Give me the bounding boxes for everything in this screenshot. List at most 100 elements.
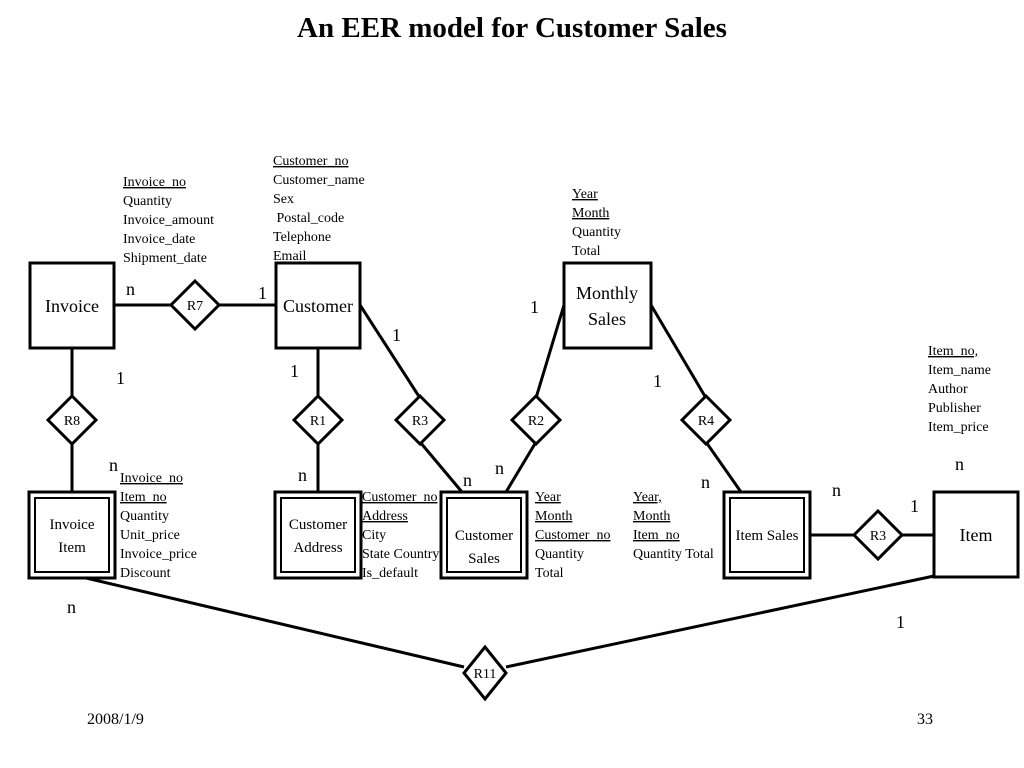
attribute-customer-5: Email [273, 249, 307, 264]
weak-entity-customer-sales-label-1: Customer [455, 528, 513, 544]
entity-monthly-sales[interactable]: Monthly Sales [562, 261, 653, 350]
card-item-r11: 1 [896, 612, 905, 632]
relationship-r4[interactable]: R4 [679, 393, 733, 447]
line-r3-customersales [418, 441, 464, 493]
relationship-r8[interactable]: R8 [45, 393, 99, 447]
attribute-customer-1: Customer_name [273, 173, 365, 188]
attribute-item-2: Author [928, 382, 968, 397]
relationship-r2-label: R2 [528, 414, 544, 429]
attribute-monthly-sales-2: Quantity [572, 225, 621, 240]
attribute-customer-sales-4: Total [535, 566, 564, 581]
attribute-item-1: Item_name [928, 363, 991, 378]
attribute-invoice-2: Invoice_amount [123, 213, 214, 228]
attribute-customer-address-1: Address [362, 509, 408, 524]
relationship-r3-item[interactable]: R3 [851, 508, 905, 562]
attribute-invoice-item-3: Unit_price [120, 528, 180, 543]
attribute-item-sales-1: Month [633, 509, 670, 524]
weak-entity-customer-sales-label-2: Sales [468, 551, 500, 567]
card-invoice-r8: 1 [116, 368, 125, 388]
relationship-r1-label: R1 [310, 414, 326, 429]
relationship-r8-label: R8 [64, 414, 80, 429]
attribute-customer-0: Customer_no [273, 154, 348, 169]
card-customer-r1: 1 [290, 361, 299, 381]
attribute-item-0: Item_no, [928, 344, 978, 359]
attribute-item-sales-0: Year, [633, 490, 662, 505]
card-invoiceitem-r8: n [109, 455, 118, 475]
weak-entity-customer-address-label-2: Address [293, 540, 342, 556]
weak-entity-invoice-item-label-2: Item [58, 540, 86, 556]
line-r4-itemsales [704, 441, 743, 493]
attribute-invoice-item-2: Quantity [120, 509, 169, 524]
attribute-invoice-0: Invoice_no [123, 175, 186, 190]
attribute-customer-4: Telephone [273, 230, 331, 245]
attribute-monthly-sales-1: Month [572, 206, 609, 221]
footer-page-number: 33 [917, 711, 933, 728]
relationship-r4-label: R4 [698, 414, 714, 429]
attribute-item-sales-2: Item_no [633, 528, 680, 543]
attribute-invoice-1: Quantity [123, 194, 172, 209]
connector-lines [70, 303, 935, 669]
weak-entity-item-sales-label: Item Sales [736, 528, 799, 544]
attribute-invoice-4: Shipment_date [123, 251, 207, 266]
card-customeraddress-r1: n [298, 465, 307, 485]
attribute-customer-address-4: Is_default [362, 566, 418, 581]
line-r2-customersales [504, 441, 538, 493]
attribute-customer-sales-0: Year [535, 490, 561, 505]
attribute-customer-3: Postal_code [273, 211, 344, 226]
attribute-monthly-sales-0: Year [572, 187, 598, 202]
attribute-customer-address-2: City [362, 528, 386, 543]
card-invoiceitem-r11: n [67, 597, 76, 617]
relationship-r7[interactable]: R7 [168, 278, 222, 332]
relationship-r7-label: R7 [187, 299, 203, 314]
relationship-r11[interactable]: R11 [462, 644, 508, 702]
weak-entity-customer-address[interactable]: Customer Address [273, 490, 363, 580]
attribute-invoice-item-0: Invoice_no [120, 471, 183, 486]
weak-entity-customer-sales[interactable]: Customer Sales [439, 490, 529, 580]
card-customer-r7: 1 [258, 283, 267, 303]
cardinality-labels: n 1 1 n 1 n 1 n n 1 1 n n 1 n n 1 [67, 279, 964, 632]
entity-invoice[interactable]: Invoice [28, 261, 116, 350]
entity-invoice-label: Invoice [45, 296, 99, 316]
attributes-item: Item_no, Item_nameAuthorPublisherItem_pri… [928, 344, 991, 435]
attribute-customer-sales-2: Customer_no [535, 528, 610, 543]
entity-customer[interactable]: Customer [274, 261, 362, 350]
card-item-upper: n [955, 454, 964, 474]
attribute-customer-address-3: State Country [362, 547, 439, 562]
card-item-r3: 1 [910, 496, 919, 516]
card-customersales-r2: n [495, 458, 504, 478]
entity-item[interactable]: Item [932, 490, 1020, 579]
relationship-r2[interactable]: R2 [509, 393, 563, 447]
entity-monthly-sales-label-2: Sales [588, 309, 626, 329]
attribute-invoice-item-1: Item_no [120, 490, 167, 505]
entity-monthly-sales-label-1: Monthly [576, 283, 638, 303]
entity-item-label: Item [960, 525, 993, 545]
footer-date: 2008/1/9 [87, 711, 144, 728]
relationship-r11-label: R11 [474, 667, 497, 682]
card-monthlysales-r2: 1 [530, 297, 539, 317]
relationship-r1[interactable]: R1 [291, 393, 345, 447]
attribute-customer-2: Sex [273, 192, 294, 207]
weak-entity-invoice-item[interactable]: Invoice Item [27, 490, 117, 580]
card-itemsales-r3: n [832, 480, 841, 500]
weak-entity-item-sales[interactable]: Item Sales [722, 490, 812, 580]
relationship-r3-customer[interactable]: R3 [393, 393, 447, 447]
attribute-invoice-item-4: Invoice_price [120, 547, 197, 562]
line-customer-r3 [358, 304, 422, 399]
line-monthlysales-r4 [649, 304, 708, 399]
line-r11-item [505, 574, 935, 669]
attribute-item-3: Publisher [928, 401, 981, 416]
attribute-customer-sales-1: Month [535, 509, 572, 524]
relationship-r3-item-label: R3 [870, 529, 886, 544]
attribute-item-4: Item_price [928, 420, 989, 435]
card-invoice-r7: n [126, 279, 135, 299]
weak-entity-customer-address-label-1: Customer [289, 517, 347, 533]
attributes-invoice: Invoice_noQuantityInvoice_amountInvoice_… [123, 175, 214, 266]
card-monthlysales-r4: 1 [653, 371, 662, 391]
card-itemsales-r4: n [701, 472, 710, 492]
entity-customer-label: Customer [283, 296, 353, 316]
